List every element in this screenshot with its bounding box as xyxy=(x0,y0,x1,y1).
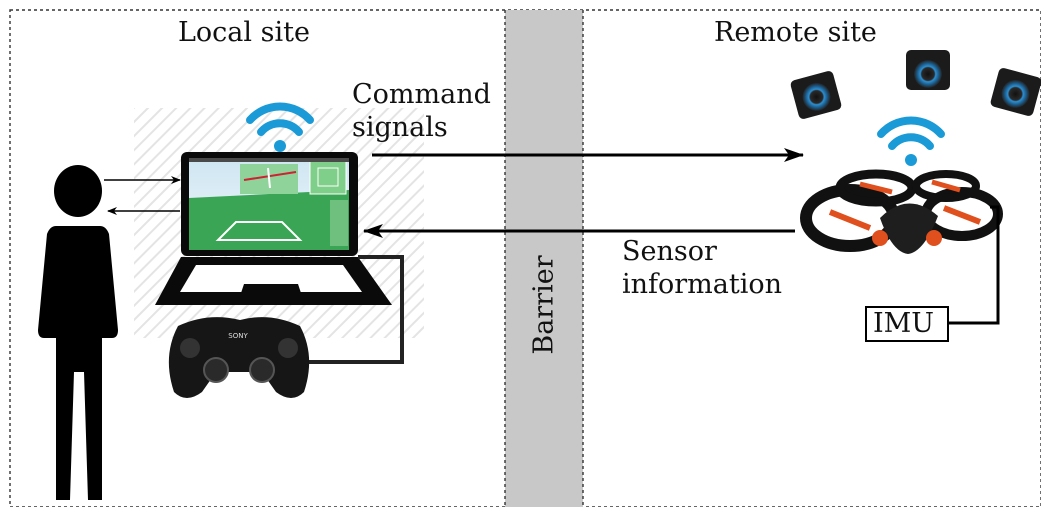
local-site-label: Local site xyxy=(178,17,310,48)
sensor-label-line2: information xyxy=(622,269,783,300)
command-label-line2: signals xyxy=(352,112,448,143)
imu-box xyxy=(865,306,949,342)
laptop-icon xyxy=(155,152,392,305)
gamepad-icon: SONY xyxy=(168,317,310,398)
barrier-column xyxy=(505,10,583,507)
wifi-icon-remote xyxy=(877,116,945,166)
command-label-line1: Command xyxy=(352,79,491,110)
camera-icon-left xyxy=(790,71,842,119)
remote-site-label: Remote site xyxy=(714,17,877,48)
controller-cable xyxy=(306,255,404,364)
drone-icon xyxy=(800,169,1003,254)
camera-icon-center xyxy=(906,50,950,90)
person-icon xyxy=(38,165,118,500)
camera-icon-right xyxy=(990,68,1041,116)
imu-label: IMU xyxy=(873,308,935,339)
controller-brand-text: SONY xyxy=(228,332,248,340)
imu-cable xyxy=(948,205,1000,325)
sensor-label-line1: Sensor xyxy=(622,236,717,267)
wifi-icon-local xyxy=(246,102,314,152)
barrier-label: Barrier xyxy=(528,255,560,355)
